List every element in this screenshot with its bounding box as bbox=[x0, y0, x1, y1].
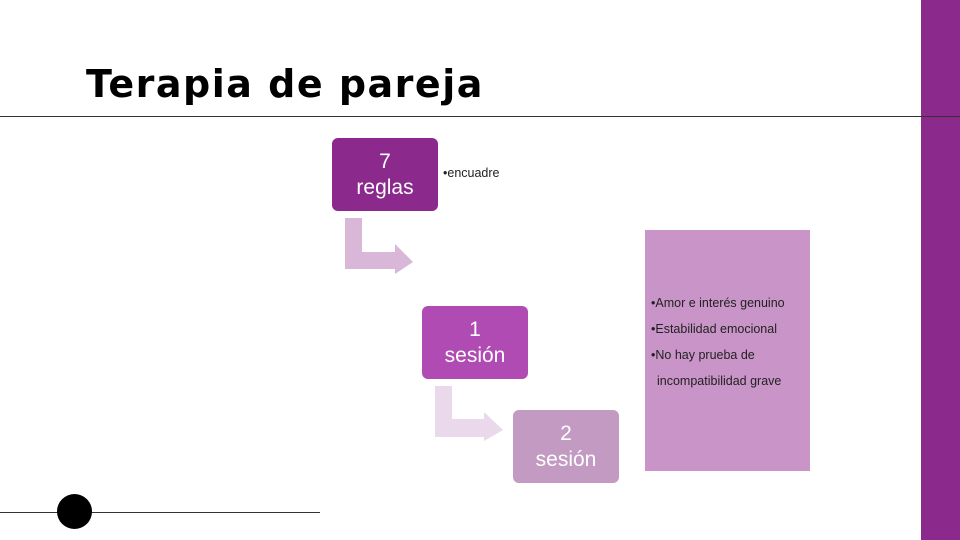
info-item-estabilidad: •Estabilidad emocional bbox=[651, 322, 777, 336]
bent-arrow-1 bbox=[345, 218, 413, 274]
info-box bbox=[645, 230, 810, 471]
info-list: •Amor e interés genuino •Estabilidad emo… bbox=[649, 290, 809, 394]
step1-bullet: •encuadre bbox=[443, 166, 500, 180]
bent-arrow-2 bbox=[435, 386, 503, 441]
step-2-sesion: 2 sesión bbox=[513, 410, 619, 483]
step-7-reglas: 7 reglas bbox=[332, 138, 438, 211]
info-item-amor: •Amor e interés genuino bbox=[651, 296, 785, 310]
bottom-dot bbox=[57, 494, 92, 529]
page-title: Terapia de pareja bbox=[86, 62, 484, 106]
accent-side-bar bbox=[921, 0, 960, 540]
info-item-compatibilidad: •No hay prueba de incompatibilidad grave bbox=[651, 348, 782, 388]
title-divider bbox=[0, 116, 960, 117]
step-1-sesion: 1 sesión bbox=[422, 306, 528, 379]
bottom-divider bbox=[0, 512, 320, 513]
